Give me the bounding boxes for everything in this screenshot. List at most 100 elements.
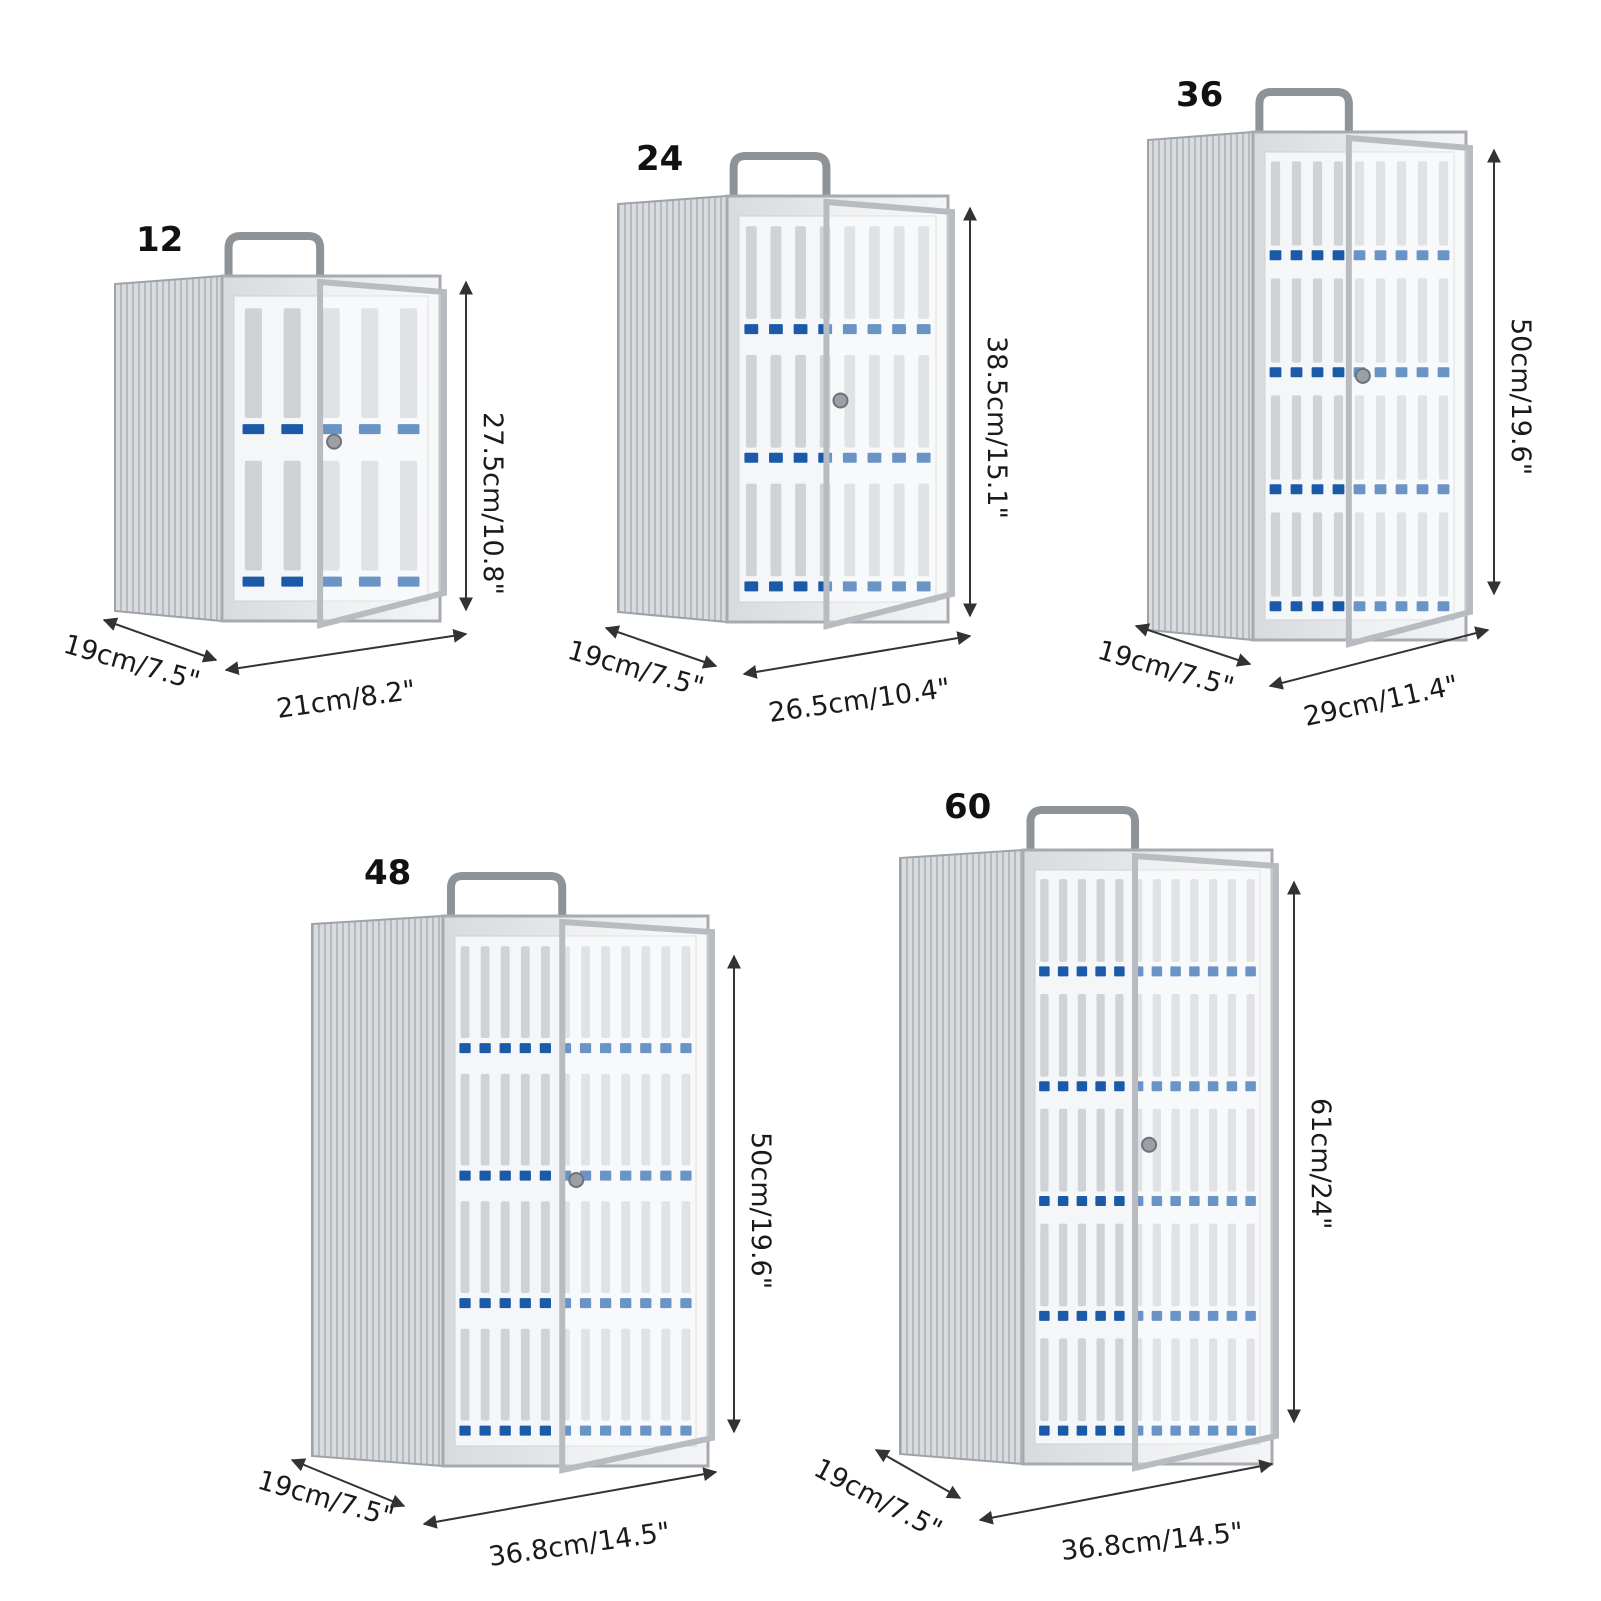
device-slot — [1077, 1338, 1086, 1422]
slot-number-tag — [660, 1043, 672, 1054]
slot-number-tag — [600, 1298, 612, 1309]
device-slot — [745, 226, 757, 319]
slot-number-tag — [1114, 966, 1125, 977]
slot-number-tag — [519, 1298, 531, 1309]
device-slot — [1438, 395, 1449, 480]
carry-handle — [729, 152, 831, 202]
slot-number-tag — [793, 452, 808, 463]
slot-number-tag — [242, 576, 265, 587]
device-slot — [1040, 1223, 1049, 1307]
width-label: 29cm/11.4" — [1301, 670, 1461, 733]
device-slot — [1152, 1223, 1161, 1307]
device-slot — [918, 483, 930, 577]
slot-number-tag — [1437, 250, 1450, 261]
device-slot — [1152, 879, 1161, 962]
slot-number-tag — [1332, 484, 1345, 495]
device-slot — [1246, 993, 1255, 1077]
device-slot — [795, 226, 806, 319]
capacity-label: 60 — [944, 787, 991, 827]
slot-number-tag — [1076, 1081, 1088, 1092]
slot-number-tag — [1353, 250, 1366, 261]
slot-number-tag — [916, 324, 931, 335]
device-slot — [540, 1328, 550, 1421]
slot-number-tag — [600, 1170, 612, 1181]
depth-label: 19cm/7.5" — [564, 635, 707, 703]
device-slot — [1246, 1108, 1255, 1192]
device-slot — [1209, 1108, 1218, 1192]
carry-handle — [1255, 88, 1353, 138]
slot-number-tag — [1269, 484, 1282, 495]
device-slot — [1096, 879, 1105, 962]
device-slot — [893, 483, 905, 577]
device-slot — [621, 1328, 631, 1421]
cabinet-body — [114, 232, 447, 629]
slot-number-tag — [320, 576, 342, 587]
slot-number-tag — [519, 1043, 531, 1054]
slot-number-tag — [1151, 1310, 1163, 1321]
slot-number-tag — [1311, 484, 1324, 495]
glass-door — [1132, 852, 1279, 1472]
height-dimension: 27.5cm/10.8" — [459, 280, 508, 612]
device-slot — [1190, 1108, 1199, 1192]
device-slot — [621, 1201, 631, 1293]
slot-number-tag — [793, 324, 808, 335]
slot-number-tag — [744, 324, 759, 335]
device-slot — [641, 1073, 651, 1166]
inner-back-wall — [454, 935, 697, 1447]
device-slot — [1333, 278, 1344, 363]
glass-door — [823, 198, 955, 630]
slot-number-tag — [1151, 1196, 1163, 1207]
slot-number-tag — [1226, 966, 1238, 977]
width-dimension: 21cm/8.2" — [224, 628, 468, 725]
device-slot — [795, 483, 806, 577]
device-slot — [322, 308, 340, 418]
height-dimension: 50cm/19.6" — [727, 954, 776, 1434]
device-slot — [500, 1328, 510, 1421]
lock-icon — [1141, 1136, 1158, 1153]
height-label: 61cm/24" — [1305, 1098, 1336, 1229]
slot-number-tag — [1057, 966, 1069, 977]
device-slot — [770, 483, 782, 577]
slot-number-tag — [1114, 1196, 1125, 1207]
slot-number-tag — [744, 581, 759, 592]
device-slot — [244, 308, 262, 418]
device-slot — [581, 1073, 590, 1166]
device-slot — [1115, 993, 1124, 1077]
device-slot — [540, 1073, 550, 1166]
slot-number-tag — [1039, 1196, 1050, 1207]
slot-number-tag — [1311, 250, 1324, 261]
device-slot — [1190, 993, 1199, 1077]
slot-number-tag — [539, 1298, 551, 1309]
cabinet-body — [899, 806, 1279, 1472]
device-slot — [918, 226, 930, 319]
slot-number-tag — [1226, 1196, 1238, 1207]
slot-number-tag — [397, 576, 420, 587]
slot-number-tag — [1170, 1196, 1181, 1207]
glass-door — [317, 278, 447, 629]
device-slot — [581, 1201, 590, 1293]
device-slot — [1171, 1338, 1180, 1422]
slot-number-tag — [1226, 1081, 1238, 1092]
device-slot — [460, 1328, 470, 1421]
device-slot — [500, 1201, 510, 1293]
width-label: 36.8cm/14.5" — [487, 1517, 672, 1573]
slot-number-tag — [479, 1170, 491, 1181]
device-slot — [1115, 1338, 1124, 1422]
device-slot — [1171, 1108, 1180, 1192]
device-slot — [661, 946, 671, 1038]
slot-number-tag — [459, 1298, 471, 1309]
width-label: 21cm/8.2" — [275, 675, 418, 725]
slot-number-tag — [459, 1043, 471, 1054]
device-slot — [1270, 395, 1281, 480]
slot-number-tag — [1189, 966, 1200, 977]
slot-number-tag — [1189, 1425, 1200, 1436]
device-slot — [1209, 1223, 1218, 1307]
device-slot — [681, 1073, 691, 1166]
slot-number-tag — [916, 581, 931, 592]
device-slot — [1375, 512, 1386, 597]
slot-number-tag — [1245, 1310, 1256, 1321]
device-slot — [1312, 278, 1323, 363]
slot-number-tag — [397, 424, 420, 435]
slot-number-tag — [1095, 1081, 1106, 1092]
